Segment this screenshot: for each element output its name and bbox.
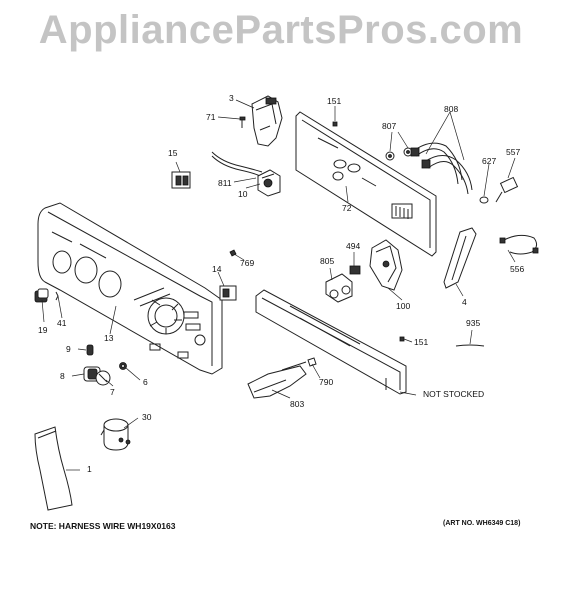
callout-769: 769 [240, 258, 254, 268]
callout-803: 803 [290, 399, 304, 409]
clip-151-lower [399, 336, 405, 342]
callout-10: 10 [238, 189, 248, 199]
owners-manual-1 [34, 426, 73, 511]
callout-811: 811 [218, 178, 232, 188]
control-panel-13 [37, 202, 223, 375]
knob-6 [119, 362, 127, 370]
watermark: AppliancePartsPros.com [38, 8, 524, 52]
callout-14: 14 [212, 264, 222, 274]
part-494 [349, 265, 361, 275]
callout-41: 41 [57, 318, 67, 328]
knob-19 [34, 288, 49, 303]
callout-71: 71 [206, 112, 216, 122]
callout-556: 556 [510, 264, 524, 274]
callout-4: 4 [462, 297, 467, 307]
leader-lines [41, 99, 516, 471]
callout-807: 807 [382, 121, 396, 131]
callout-9: 9 [66, 344, 71, 354]
clip-41 [55, 291, 59, 301]
callout-151-top: 151 [327, 96, 341, 106]
button-9 [86, 344, 94, 356]
switch-assembly-100 [369, 239, 403, 291]
callout-7: 7 [110, 387, 115, 397]
callout-72: 72 [342, 203, 352, 213]
callout-not-stocked: NOT STOCKED [423, 389, 484, 399]
mounting-bracket-not-stocked [255, 289, 407, 395]
callout-30: 30 [142, 412, 152, 422]
callout-6: 6 [143, 377, 148, 387]
washer-627 [479, 196, 489, 204]
switch-15 [171, 171, 191, 189]
timer-motor-30 [100, 418, 131, 451]
clip-769 [229, 249, 237, 257]
dispenser-803 [247, 361, 307, 399]
callout-808: 808 [444, 104, 458, 114]
hose-811 [211, 151, 263, 173]
bracket-3 [251, 95, 283, 147]
callout-8: 8 [60, 371, 65, 381]
clip-790 [307, 357, 317, 367]
relay-14 [219, 285, 237, 301]
wire-935 [455, 344, 485, 347]
backsplash-72 [295, 111, 437, 257]
knob-7 [95, 370, 111, 386]
thermistor-557 [495, 176, 519, 203]
callout-15: 15 [168, 148, 178, 158]
callout-13: 13 [104, 333, 114, 343]
water-valve-805 [325, 273, 353, 303]
callout-627: 627 [482, 156, 496, 166]
callout-557: 557 [506, 147, 520, 157]
callout-494: 494 [346, 241, 360, 251]
bracket-4 [443, 227, 477, 289]
callout-3: 3 [229, 93, 234, 103]
fill-hoses-808 [410, 142, 473, 195]
callout-935: 935 [466, 318, 480, 328]
screw-71 [239, 116, 246, 128]
callout-805: 805 [320, 256, 334, 266]
callout-151-lower: 151 [414, 337, 428, 347]
pressure-switch-10 [257, 169, 281, 197]
callout-100: 100 [396, 301, 410, 311]
callout-790: 790 [319, 377, 333, 387]
callout-19: 19 [38, 325, 48, 335]
callout-1: 1 [87, 464, 92, 474]
fitting-807 [385, 147, 413, 161]
harness-556 [499, 234, 539, 255]
clip-151-top [332, 121, 338, 127]
harness-wire-note: NOTE: HARNESS WIRE WH19X0163 [30, 521, 176, 531]
art-number: (ART NO. WH6349 C18) [443, 520, 521, 527]
callout-labels: 3 71 151 807 808 557 627 15 811 10 72 49… [38, 93, 524, 474]
